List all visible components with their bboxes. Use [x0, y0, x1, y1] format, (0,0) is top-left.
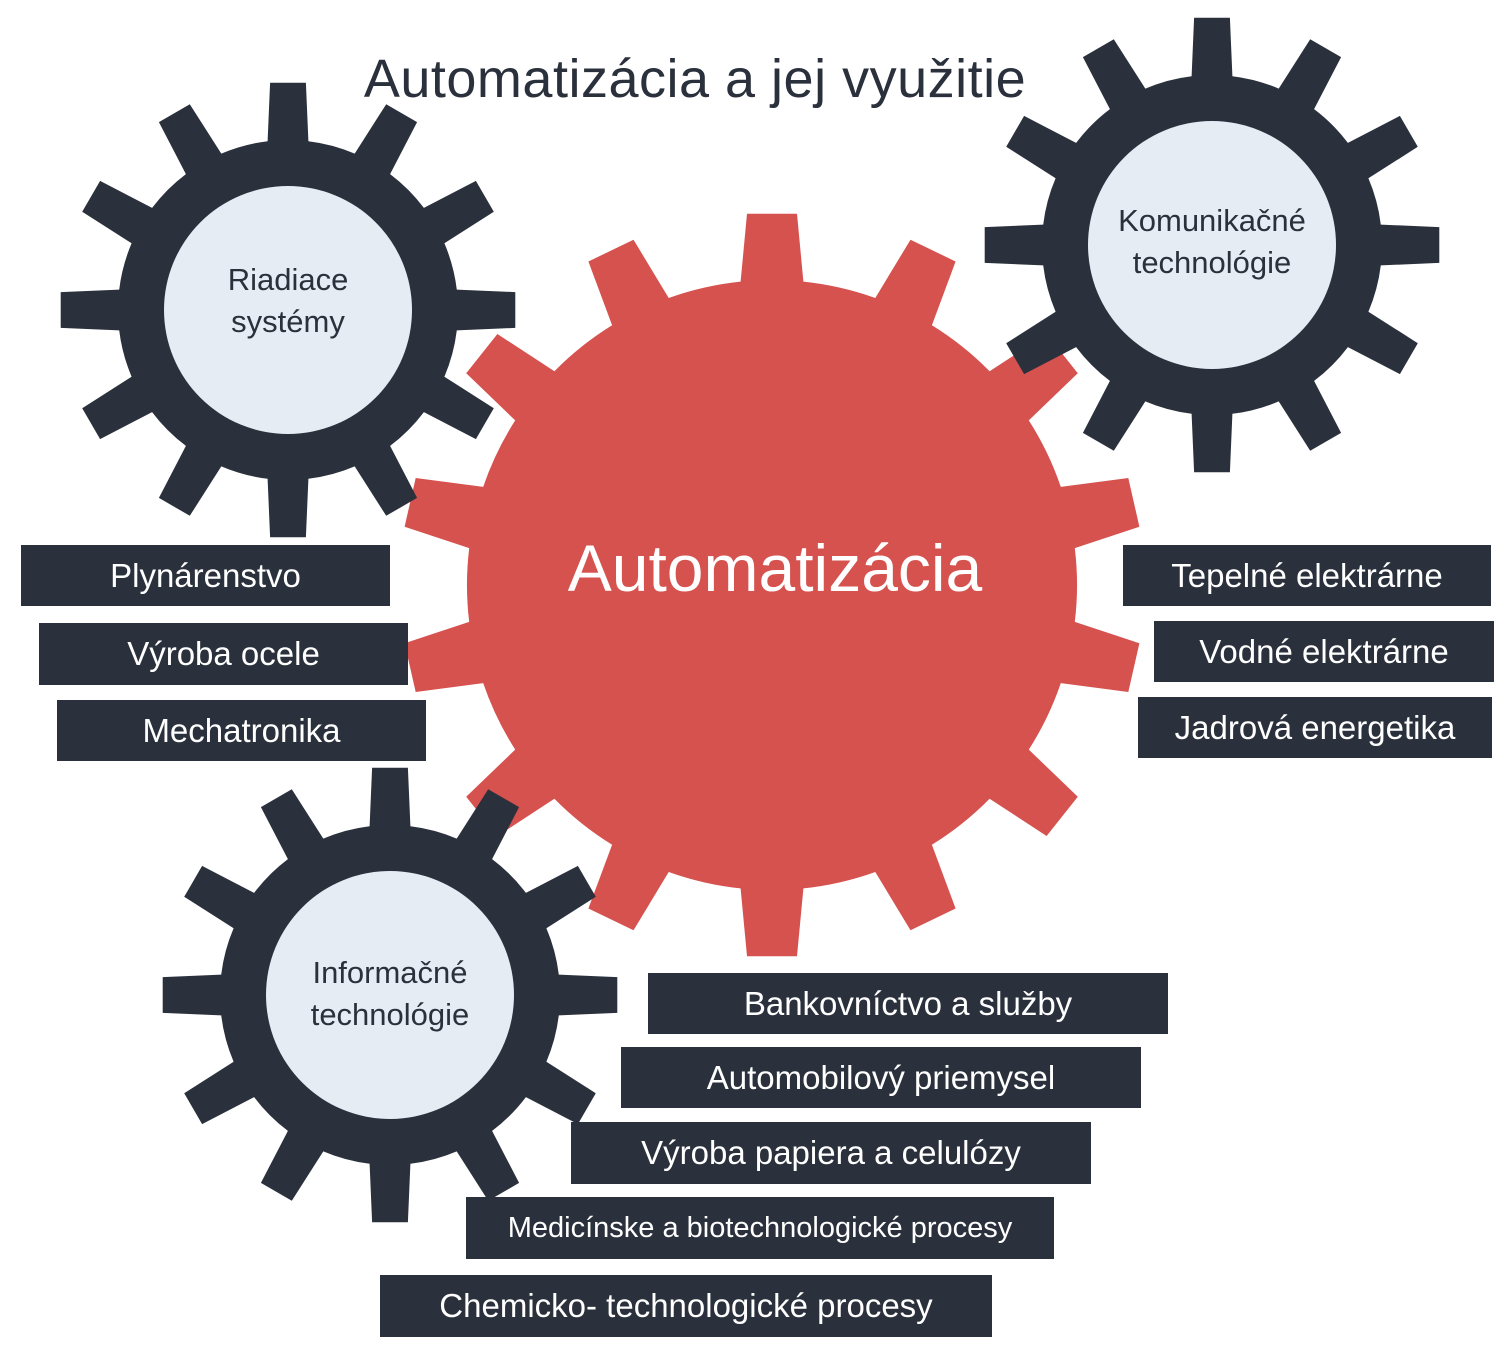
center-gear-icon: [404, 213, 1140, 957]
gear-hub-riadiace: [164, 186, 412, 434]
gear-label-riadiace: Riadiace systémy: [178, 259, 398, 343]
gear-label-komunikacne: Komunikačné technológie: [1092, 200, 1332, 284]
box-vyroba-papiera: Výroba papiera a celulózy: [571, 1122, 1091, 1184]
gear-label-line: technológie: [310, 997, 470, 1032]
box-mechatronika: Mechatronika: [57, 700, 426, 761]
gear-label-line: Komunikačné: [1118, 203, 1306, 238]
box-chemicko-procesy: Chemicko- technologické procesy: [380, 1275, 992, 1337]
box-automobilovy-priemysel: Automobilový priemysel: [621, 1047, 1141, 1108]
gear-label-line: Riadiace: [227, 262, 349, 297]
gear-label-line: Informačné: [312, 955, 468, 990]
center-gear-label: Automatizácia: [567, 531, 983, 605]
box-vodne-elektrarne: Vodné elektrárne: [1154, 621, 1494, 682]
box-tepelne-elektrarne: Tepelné elektrárne: [1123, 545, 1491, 606]
box-bankovnictvo: Bankovníctvo a služby: [648, 973, 1168, 1034]
gear-label-line: technológie: [1132, 245, 1292, 280]
page-title: Automatizácia a jej využitie: [363, 49, 1027, 109]
box-plynarenstvo: Plynárenstvo: [21, 545, 390, 606]
gear-hub-informacne: [266, 871, 514, 1119]
box-jadrova-energetika: Jadrová energetika: [1138, 697, 1492, 758]
box-vyroba-ocele: Výroba ocele: [39, 623, 408, 685]
box-medicinske-procesy: Medicínske a biotechnologické procesy: [466, 1197, 1054, 1259]
gear-label-informacne: Informačné technológie: [270, 952, 510, 1036]
gear-hub-komunikacne: [1088, 121, 1336, 369]
gear-label-line: systémy: [231, 304, 345, 339]
